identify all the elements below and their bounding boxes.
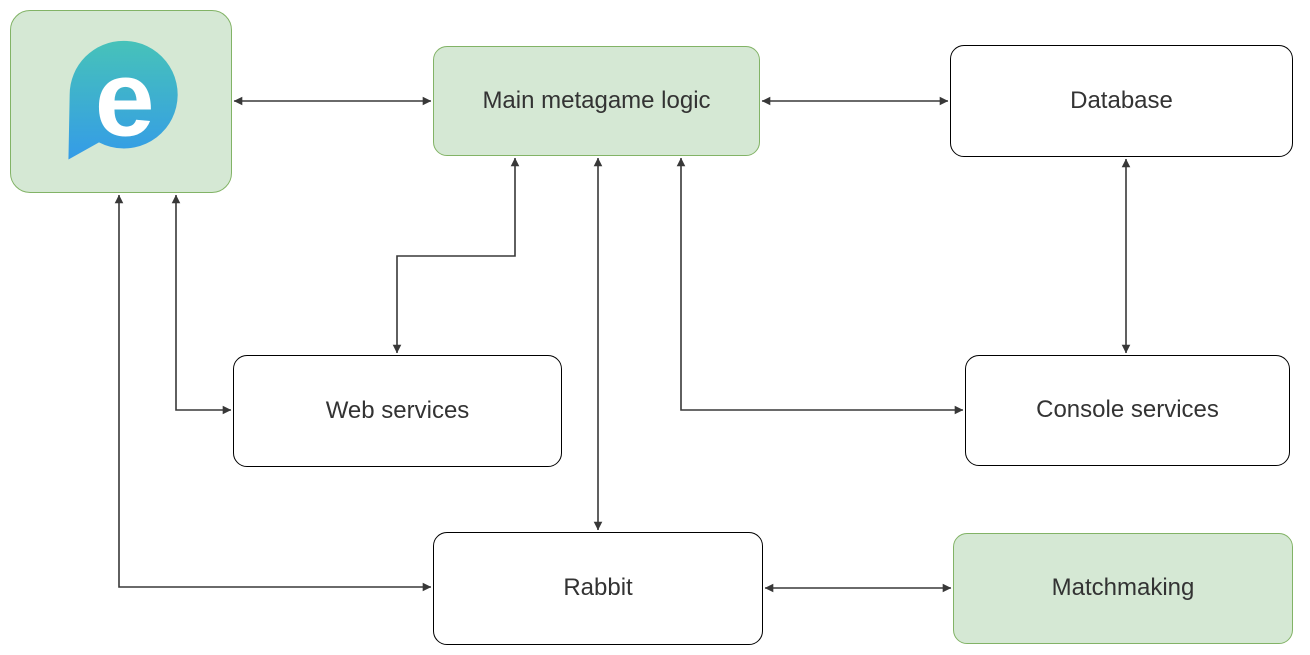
node-web-services: Web services [233, 355, 562, 467]
connector-main-web [392, 157, 520, 354]
node-label: Database [1070, 86, 1173, 114]
connector-client-rabbit [114, 194, 432, 592]
logo-letter: e [95, 38, 155, 158]
connector-main-console [676, 157, 964, 415]
node-client-app: e [10, 10, 232, 193]
node-label: Matchmaking [1051, 574, 1195, 602]
speech-bubble-shape [68, 40, 178, 159]
node-label: Console services [1036, 396, 1219, 424]
node-matchmaking: Matchmaking [953, 533, 1293, 644]
e-logo-icon: e [68, 38, 178, 159]
node-rabbit: Rabbit [433, 532, 763, 645]
node-label: Rabbit [563, 574, 633, 602]
node-label: Web services [325, 396, 470, 424]
node-label: Main metagame logic [482, 86, 711, 114]
node-console-services: Console services [965, 355, 1290, 466]
node-main-metagame-logic: Main metagame logic [433, 46, 760, 156]
node-database: Database [950, 45, 1293, 157]
connector-client-web [171, 194, 232, 415]
